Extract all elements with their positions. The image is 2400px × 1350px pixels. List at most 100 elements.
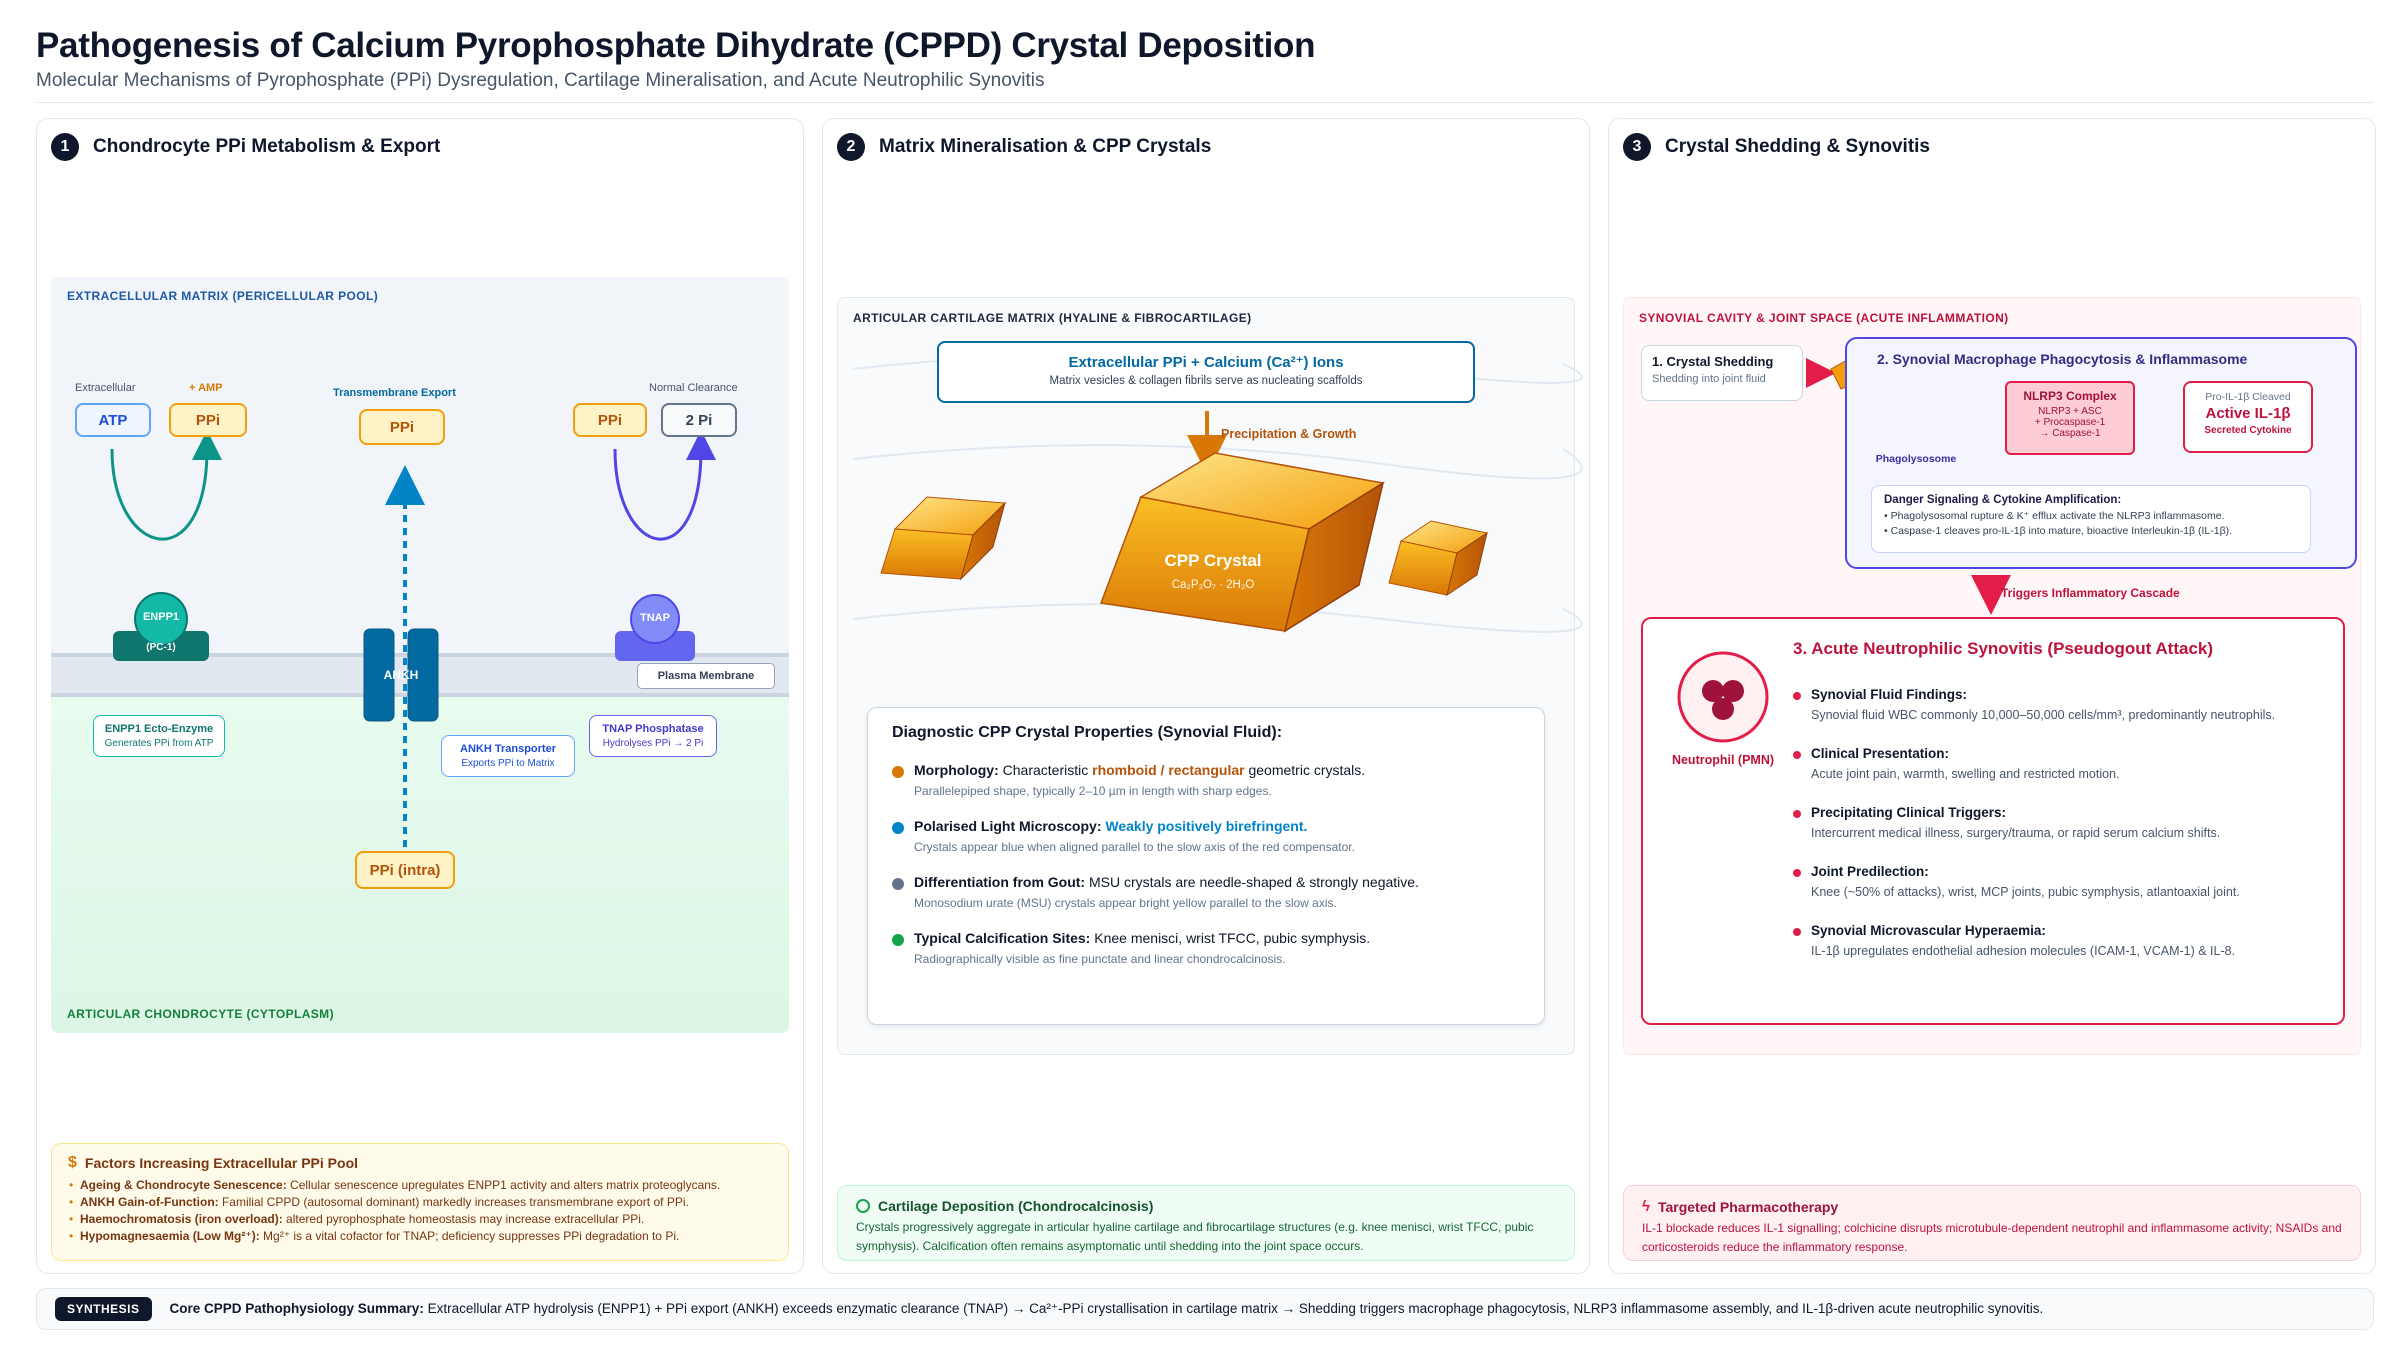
cytoplasm-label: ARTICULAR CHONDROCYTE (CYTOPLASM): [67, 1007, 334, 1021]
crystal-diagram: [852, 353, 1583, 633]
step-number: 1: [51, 133, 79, 161]
panel-synovitis: 3 Crystal Shedding & Synovitis SYNOVIAL …: [1608, 118, 2376, 1274]
chondrocalcinosis-text: Crystals progressively aggregate in arti…: [856, 1220, 1534, 1253]
synovial-zone-label: SYNOVIAL CAVITY & JOINT SPACE (ACUTE INF…: [1639, 311, 2009, 325]
normal-clearance-label: Normal Clearance: [649, 382, 738, 394]
factor-item: Haemochromatosis (iron overload): altere…: [69, 1212, 772, 1226]
panel-header: 3 Crystal Shedding & Synovitis: [1623, 133, 1930, 161]
phagolysosome-label: Phagolysosome: [1875, 453, 1957, 465]
dollar-icon: $: [68, 1154, 77, 1171]
tnap-legend: TNAP Phosphatase Hydrolyses PPi → 2 Pi: [589, 715, 717, 758]
bullet-dot: [892, 934, 904, 946]
nlrp3-complex-box: NLRP3 Complex NLRP3 + ASC + Procaspase-1…: [2005, 381, 2135, 455]
chondrocalcinosis-box: Cartilage Deposition (Chondrocalcinosis)…: [837, 1185, 1575, 1261]
enpp1-legend: ENPP1 Ecto-Enzyme Generates PPi from ATP: [93, 715, 225, 758]
diagnostic-properties-card: Diagnostic CPP Crystal Properties (Synov…: [867, 707, 1545, 1025]
pc1-label: (PC-1): [146, 642, 176, 653]
ankh-label: ANKH: [383, 668, 419, 682]
step-number: 3: [1623, 133, 1651, 161]
cartilage-zone-label: ARTICULAR CARTILAGE MATRIX (HYALINE & FI…: [853, 311, 1252, 325]
main-crystal: [1099, 452, 1386, 633]
ppi-export-node: PPi: [359, 409, 445, 445]
ankh-channel-left: [363, 628, 395, 722]
diagnostic-title: Diagnostic CPP Crystal Properties (Synov…: [892, 724, 1283, 741]
clock-icon: [856, 1199, 870, 1213]
danger-signal-box: Danger Signaling & Cytokine Amplificatio…: [1871, 485, 2311, 553]
il1b-sub: Secreted Cytokine: [2204, 425, 2292, 436]
active-il1b-box: Pro-IL-1β Cleaved Active IL-1β Secreted …: [2183, 381, 2313, 453]
page-title: Pathogenesis of Calcium Pyrophosphate Di…: [36, 26, 1316, 65]
crystal-formula: Ca₂P₂O₇ · 2H₂O: [1171, 579, 1255, 591]
crystal-shedding-box: 1. Crystal Shedding Shedding into joint …: [1641, 345, 1803, 401]
collagen-fibril: [852, 603, 1583, 633]
enpp1-reaction-arrow: [110, 430, 222, 541]
bullet-dot: [892, 766, 904, 778]
ecm-label: EXTRACELLULAR MATRIX (PERICELLULAR POOL): [67, 289, 379, 303]
synthesis-bar: SYNTHESIS Core CPPD Pathophysiology Summ…: [36, 1288, 2374, 1330]
panel-header: 1 Chondrocyte PPi Metabolism & Export: [51, 133, 440, 161]
il1b-title: Active IL-1β: [2205, 405, 2291, 422]
bullet-dot: [892, 878, 904, 890]
extracellular-label: Extracellular: [75, 382, 136, 394]
ankh-legend: ANKH Transporter Exports PPi to Matrix: [441, 735, 575, 778]
ions-title: Extracellular PPi + Calcium (Ca²⁺) Ions: [1068, 354, 1344, 371]
amp-label: + AMP: [189, 382, 223, 394]
nlrp3-line: → Caspase-1: [2039, 428, 2101, 439]
atp-node: ATP: [75, 403, 151, 437]
pharmacotherapy-title: Targeted Pharmacotherapy: [1657, 1198, 1839, 1215]
diagnostic-item: Polarised Light Microscopy: Weakly posit…: [892, 818, 1520, 854]
two-pi-node: 2 Pi: [661, 403, 737, 437]
page-subtitle: Molecular Mechanisms of Pyrophosphate (P…: [36, 70, 1045, 91]
synthesis-tag: SYNTHESIS: [55, 1297, 152, 1321]
synovitis-item: Synovial Microvascular Hyperaemia:IL-1β …: [1793, 923, 2333, 958]
panel-header: 2 Matrix Mineralisation & CPP Crystals: [837, 133, 1211, 161]
factor-item: Hypomagnesaemia (Low Mg²⁺): Mg²⁺ is a vi…: [69, 1229, 772, 1243]
panel-matrix-mineralisation: 2 Matrix Mineralisation & CPP Crystals A…: [822, 118, 1590, 1274]
small-crystal-right: [1388, 520, 1489, 597]
tnap-legend-title: TNAP Phosphatase: [602, 723, 704, 735]
factor-item: Ageing & Chondrocyte Senescence: Cellula…: [69, 1178, 772, 1192]
ions-box: Extracellular PPi + Calcium (Ca²⁺) Ions …: [937, 341, 1475, 403]
header-divider: [36, 102, 2374, 103]
enpp1-label: ENPP1: [142, 611, 180, 623]
ppi-clearance-node: PPi: [573, 403, 647, 437]
enpp1-enzyme: [134, 592, 188, 646]
synovitis-title: 3. Acute Neutrophilic Synovitis (Pseudog…: [1793, 639, 2214, 658]
ions-subtitle: Matrix vesicles & collagen fibrils serve…: [1049, 375, 1363, 387]
neutrophil-icon: [1677, 651, 1769, 743]
synovitis-item: Precipitating Clinical Triggers:Intercur…: [1793, 805, 2333, 840]
il1b-pre: Pro-IL-1β Cleaved: [2205, 391, 2291, 403]
tnap-legend-sub: Hydrolyses PPi → 2 Pi: [602, 737, 704, 749]
shedding-subtitle: Shedding into joint fluid: [1652, 373, 1766, 385]
diagnostic-item: Differentiation from Gout: MSU crystals …: [892, 874, 1520, 910]
metabolism-diagram: [110, 430, 716, 847]
nlrp3-line: + Procaspase-1: [2034, 417, 2106, 428]
danger-line: • Caspase-1 cleaves pro-IL-1β into matur…: [1884, 525, 2233, 537]
bullet-dot: [892, 822, 904, 834]
chondrocalcinosis-title: Cartilage Deposition (Chondrocalcinosis): [878, 1198, 1154, 1214]
macrophage-title: 2. Synovial Macrophage Phagocytosis & In…: [1877, 351, 2248, 367]
ankh-legend-sub: Exports PPi to Matrix: [461, 757, 555, 769]
trigger-label: Triggers Inflammatory Cascade: [2001, 586, 2180, 600]
tnap-enzyme: [630, 594, 680, 644]
shedding-title: 1. Crystal Shedding: [1652, 354, 1774, 369]
step-number: 2: [837, 133, 865, 161]
ppi-intracellular-node: PPi (intra): [355, 851, 455, 889]
synthesis-text: Core CPPD Pathophysiology Summary: Extra…: [169, 1301, 2044, 1316]
synovitis-item: Joint Predilection:Knee (~50% of attacks…: [1793, 864, 2333, 899]
synovitis-list: Synovial Fluid Findings:Synovial fluid W…: [1793, 687, 2333, 982]
panel-title: Chondrocyte PPi Metabolism & Export: [93, 136, 441, 157]
plasma-membrane-label: Plasma Membrane: [637, 663, 775, 689]
nlrp3-title: NLRP3 Complex: [2023, 389, 2117, 403]
tnap-anchor: [615, 631, 695, 661]
precipitation-label: Precipitation & Growth: [1221, 427, 1357, 441]
lightning-icon: ϟ: [1642, 1198, 1650, 1215]
panel-ppi-metabolism: 1 Chondrocyte PPi Metabolism & Export EX…: [36, 118, 804, 1274]
enpp1-legend-title: ENPP1 Ecto-Enzyme: [104, 723, 214, 735]
enpp1-legend-sub: Generates PPi from ATP: [104, 737, 214, 749]
factor-item: ANKH Gain-of-Function: Familial CPPD (au…: [69, 1195, 772, 1209]
ankh-channel-right: [407, 628, 439, 722]
synovitis-item: Clinical Presentation:Acute joint pain, …: [1793, 746, 2333, 781]
panel-title: Crystal Shedding & Synovitis: [1665, 136, 1930, 157]
